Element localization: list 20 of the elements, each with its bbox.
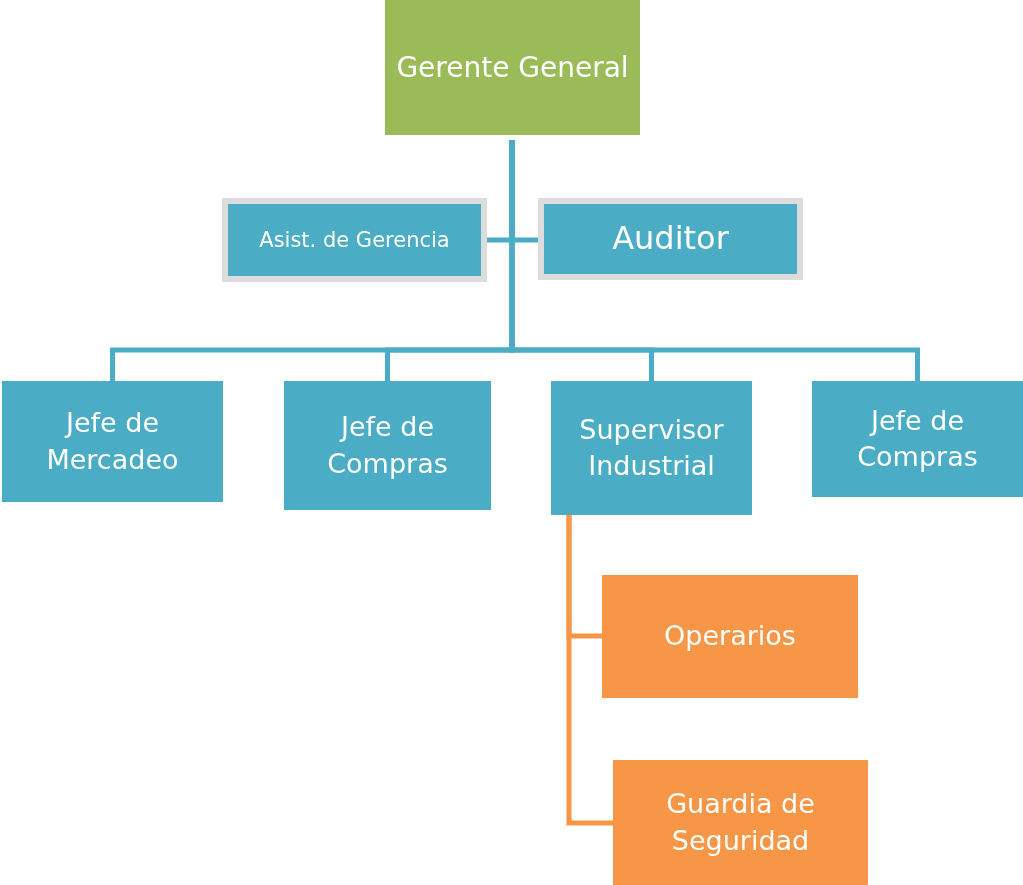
connector-line bbox=[509, 140, 920, 381]
position-box bbox=[812, 381, 1023, 497]
position-box bbox=[538, 198, 803, 280]
position-title: Gerente General bbox=[396, 49, 629, 86]
position-title: Jefe de Mercadeo bbox=[45, 406, 180, 477]
position-title: Operarios bbox=[664, 619, 796, 654]
position-box bbox=[284, 381, 491, 510]
position-box bbox=[602, 575, 858, 698]
position-title: Asist. de Gerencia bbox=[259, 226, 450, 254]
position-title: Auditor bbox=[612, 218, 729, 260]
position-title: Jefe de Compras bbox=[326, 410, 449, 481]
position-box bbox=[613, 760, 868, 885]
position-box bbox=[222, 198, 487, 282]
position-box bbox=[551, 381, 752, 515]
connector-line bbox=[566, 515, 613, 826]
position-title: Jefe de Compras bbox=[856, 403, 979, 474]
position-title: Guardia de Seguridad bbox=[665, 787, 816, 858]
position-box bbox=[385, 0, 640, 135]
position-title: Supervisor Industrial bbox=[578, 412, 725, 483]
position-box bbox=[2, 381, 223, 502]
